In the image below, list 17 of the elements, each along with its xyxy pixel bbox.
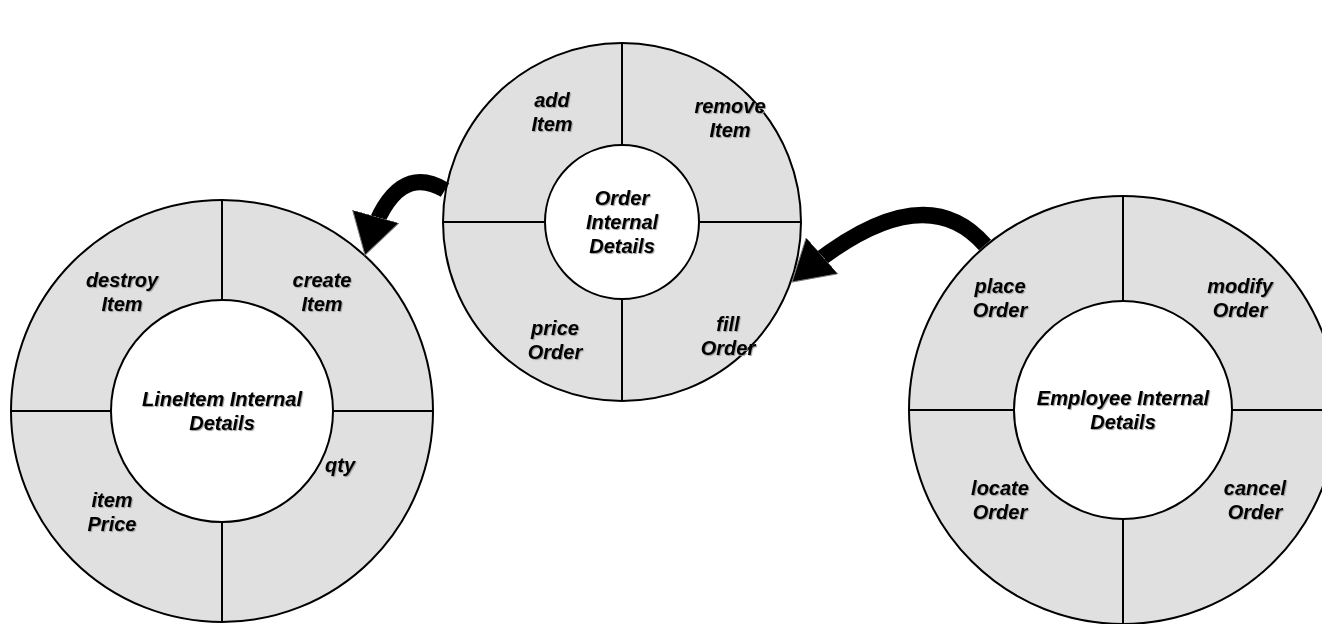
sector-label: place Order (955, 274, 1045, 322)
ring-drawing (908, 195, 1322, 624)
ring-drawing (10, 199, 434, 623)
ring-drawing (442, 42, 802, 402)
sector-label: modify Order (1190, 274, 1290, 322)
sector-label: price Order (520, 316, 590, 364)
core-label: Order Internal Details (584, 186, 660, 258)
sector-label: destroy Item (72, 268, 172, 316)
sector-label: add Item (522, 88, 582, 136)
sector-label: qty (310, 453, 370, 477)
curved-arrow (353, 174, 449, 258)
sector-label: item Price (67, 488, 157, 536)
sector-label: cancel Order (1210, 476, 1300, 524)
sector-label: locate Order (955, 476, 1045, 524)
core-label: Employee Internal Details (1035, 386, 1211, 434)
core-label: LineItem Internal Details (141, 387, 304, 435)
sector-label: create Item (277, 268, 367, 316)
